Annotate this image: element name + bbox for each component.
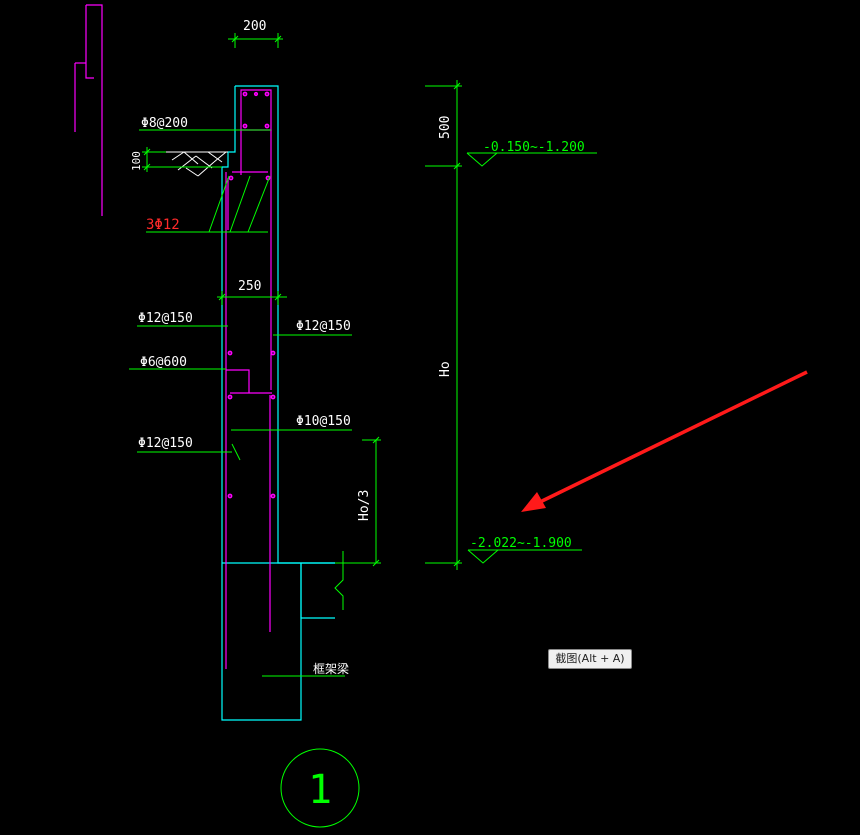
rebar-dots	[227, 91, 276, 499]
label-bars-3: 3Φ12	[146, 217, 180, 233]
label-detail-number: 1	[308, 767, 332, 813]
label-elev-top: -0.150~-1.200	[483, 140, 585, 155]
label-right-bars: Φ12@150	[296, 319, 351, 334]
label-lower-left-bars: Φ12@150	[138, 436, 193, 451]
partial-rebar-upper-left	[74, 4, 103, 216]
red-arrow	[521, 370, 808, 512]
wall-section-outline	[221, 85, 335, 721]
label-bottom-bars: Φ10@150	[296, 414, 351, 429]
label-dim-500: 500	[438, 116, 453, 139]
label-height-ho: Ho	[438, 361, 453, 377]
label-height-ho3: Ho/3	[357, 490, 372, 521]
label-elev-bottom: -2.022~-1.900	[470, 536, 572, 551]
drawing-text: 200 Φ8@200 100 3Φ12 250 Φ12@150 Φ12@150 …	[130, 19, 585, 813]
label-width-mid: 250	[238, 279, 261, 294]
screenshot-tooltip: 截图(Alt + A)	[548, 649, 632, 669]
dimension-lines	[129, 33, 597, 828]
label-dim-100: 100	[130, 151, 143, 171]
soil-hatch	[166, 151, 228, 177]
label-width-top: 200	[243, 19, 266, 34]
label-stirrup-top: Φ8@200	[141, 116, 188, 131]
label-left-bars: Φ12@150	[138, 311, 193, 326]
wall-rebar	[225, 89, 272, 669]
label-tie-bars: Φ6@600	[140, 355, 187, 370]
label-beam: 框架梁	[313, 661, 349, 676]
